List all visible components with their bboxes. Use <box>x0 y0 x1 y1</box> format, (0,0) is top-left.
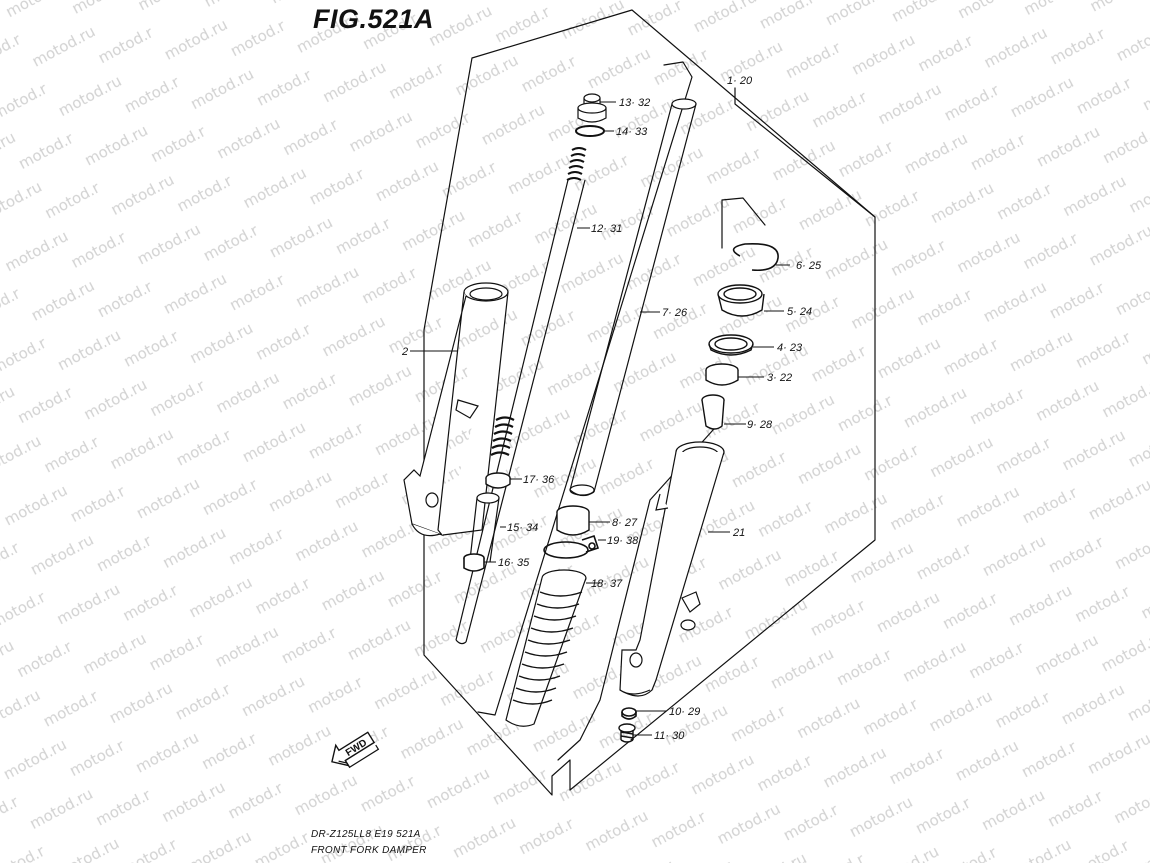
callout-13-32: 13· 32 <box>619 97 650 109</box>
callout-19-38: 19· 38 <box>607 535 639 547</box>
callout-9-28: 9· 28 <box>747 419 773 431</box>
leader-lines <box>410 101 790 736</box>
callout-5-24: 5· 24 <box>787 306 812 318</box>
callout-14-33: 14· 33 <box>616 126 648 138</box>
fork-leg-left <box>403 282 509 537</box>
callout-2: 2 <box>401 346 408 358</box>
washer-part <box>708 334 754 356</box>
callout-18-37: 18· 37 <box>591 578 623 590</box>
model-code: DR-Z125LL8 E19 521A <box>311 829 421 840</box>
rebound-spring-part <box>490 416 515 456</box>
damper-cylinder-part <box>469 492 500 563</box>
callout-1-20: 1· 20 <box>727 75 753 87</box>
fork-boot-bellows <box>512 591 583 705</box>
callout-labels: 1· 20 13· 32 14· 33 12· 31 6· 25 5· 24 7· 26 4·… <box>401 75 822 742</box>
diagram-caption: FRONT FORK DAMPER <box>311 845 427 856</box>
callout-12-31: 12· 31 <box>591 223 622 235</box>
callout-21: 21 <box>732 527 745 539</box>
callout-11-30: 11· 30 <box>654 730 685 742</box>
callout-10-29: 10· 29 <box>669 706 700 718</box>
callout-7-26: 7· 26 <box>662 307 688 319</box>
inner-tube-part <box>569 98 697 497</box>
gasket-part <box>621 707 637 720</box>
callout-16-35: 16· 35 <box>498 557 530 569</box>
boot-clamp-part <box>543 534 600 559</box>
callout-8-27: 8· 27 <box>612 517 638 529</box>
circlip-part <box>732 242 779 272</box>
cap-bolt-part <box>577 93 607 123</box>
leader-1-20 <box>734 87 876 218</box>
outer-tube-boundary <box>477 61 693 716</box>
assembly-boundary <box>423 9 876 796</box>
callout-3-22: 3· 22 <box>767 372 792 384</box>
figure-title: FIG.521A <box>313 4 435 34</box>
callout-15-34: 15· 34 <box>507 522 538 534</box>
callout-17-36: 17· 36 <box>523 474 555 486</box>
oil-seal-part <box>717 284 765 317</box>
fork-boot-part <box>505 569 587 727</box>
piston-ring-part <box>485 472 511 489</box>
oil-lock-piece-part <box>701 394 725 430</box>
bolt-part <box>618 723 636 743</box>
callout-6-25: 6· 25 <box>796 260 822 272</box>
fork-leg-right <box>619 441 725 697</box>
lower-ring-part <box>463 553 485 572</box>
callout-4-23: 4· 23 <box>777 342 803 354</box>
bushing-part <box>705 363 739 386</box>
slide-bush-part <box>556 505 590 536</box>
